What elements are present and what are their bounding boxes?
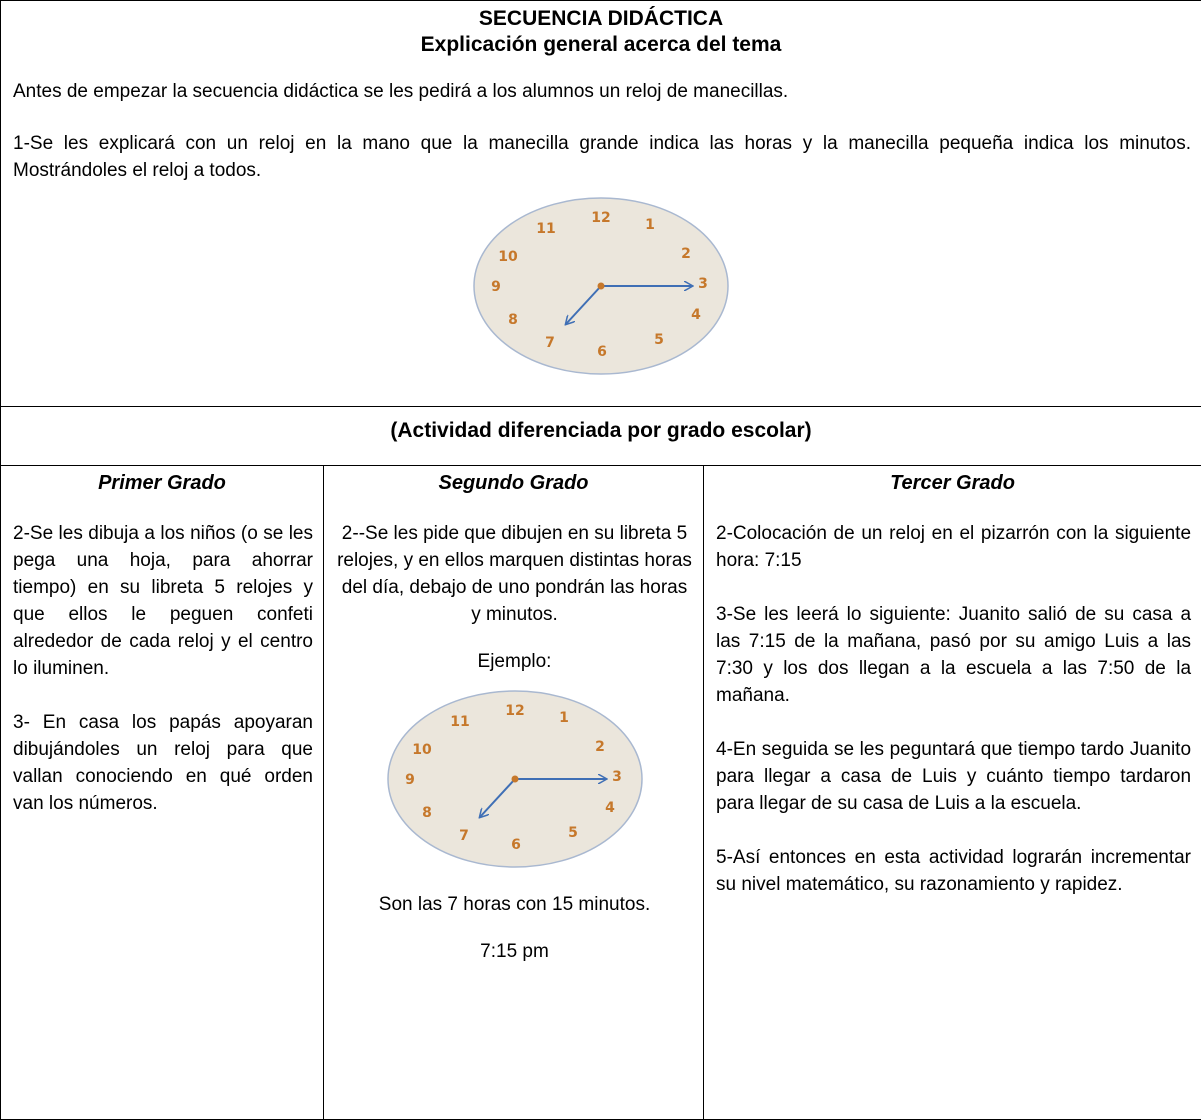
clock-number-3: 3 [698, 276, 708, 292]
example-time: 7:15 pm [480, 941, 549, 962]
clock-hand-short [480, 778, 516, 817]
third-grade-step-2: 2-Colocación de un reloj en el pizarrón … [716, 523, 1192, 571]
first-grade-step-3: 3- En casa los papás apoyaran dibujándol… [13, 712, 313, 814]
clock-number-8: 8 [508, 312, 518, 328]
clock-number-4: 4 [605, 800, 615, 816]
clock-hand-short [566, 285, 602, 324]
clock-center [511, 775, 518, 783]
document-title: SECUENCIA DIDÁCTICA [478, 7, 724, 30]
example-caption: Son las 7 horas con 15 minutos. [378, 894, 651, 915]
activity-section: (Actividad diferenciada por grado escola… [0, 406, 1201, 466]
first-grade-step-2: 2-Se les dibuja a los niños (o se les pe… [13, 523, 313, 679]
clock-number-2: 2 [595, 739, 605, 755]
clock-number-12: 12 [591, 210, 610, 226]
intro-paragraph-explanation: 1-Se les explicará con un reloj en la ma… [13, 133, 1192, 181]
section-subtitle: Explicación general acerca del tema [420, 33, 782, 56]
clock-number-10: 10 [498, 249, 518, 265]
clock-number-3: 3 [612, 769, 622, 785]
intro-section: SECUENCIA DIDÁCTICA Explicación general … [0, 0, 1201, 407]
clock-number-5: 5 [654, 332, 664, 348]
second-grade-heading: Segundo Grado [438, 472, 589, 494]
first-grade-column: Primer Grado 2-Se les dibuja a los niños… [0, 465, 324, 1120]
third-grade-step-5: 5-Así entonces en esta actividad logrará… [716, 847, 1192, 895]
clock-number-12: 12 [505, 703, 524, 719]
clock-number-7: 7 [545, 335, 555, 351]
clock-number-5: 5 [568, 825, 578, 841]
clock-number-7: 7 [459, 828, 469, 844]
clock-number-4: 4 [691, 307, 701, 323]
clock-number-6: 6 [511, 837, 521, 853]
example-label: Ejemplo: [477, 651, 552, 672]
clock-number-2: 2 [681, 246, 691, 262]
third-grade-column: Tercer Grado 2-Colocación de un reloj en… [702, 465, 1201, 1120]
clock-number-9: 9 [405, 772, 415, 788]
clock-number-1: 1 [645, 217, 655, 233]
third-grade-step-3: 3-Se les leerá lo siguiente: Juanito sal… [716, 604, 1192, 706]
third-grade-step-4: 4-En seguida se les peguntará que tiempo… [716, 739, 1192, 814]
first-grade-heading: Primer Grado [98, 472, 226, 494]
activity-title: (Actividad diferenciada por grado escola… [390, 419, 812, 442]
second-grade-column: Segundo Grado 2--Se les pide que dibujen… [323, 465, 704, 1120]
clock-number-11: 11 [536, 221, 555, 237]
clock-number-11: 11 [450, 714, 469, 730]
second-grade-step-2: 2--Se les pide que dibujen en su libreta… [337, 523, 692, 625]
clock-number-8: 8 [422, 805, 432, 821]
intro-paragraph: Antes de empezar la secuencia didáctica … [13, 81, 789, 102]
clock-center [597, 282, 605, 290]
third-grade-heading: Tercer Grado [890, 472, 1015, 494]
clock-number-1: 1 [559, 710, 569, 726]
clock-number-10: 10 [412, 742, 432, 758]
clock-number-6: 6 [597, 344, 607, 360]
clock-number-9: 9 [491, 279, 501, 295]
